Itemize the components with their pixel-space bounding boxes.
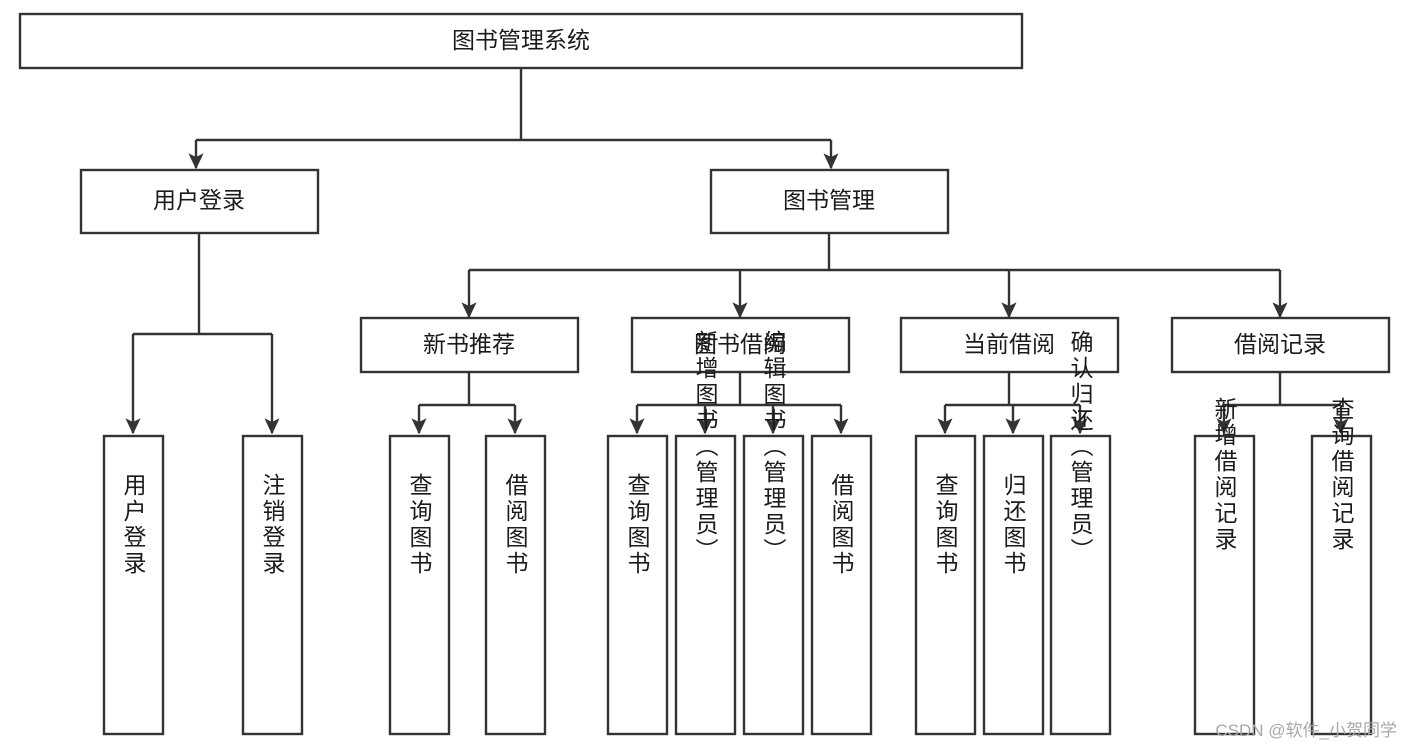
leaf-2-label: 注销登录 bbox=[259, 473, 286, 577]
watermark: CSDN @软件_小贺同学 bbox=[1215, 721, 1397, 740]
leaf-11-box[interactable] bbox=[1049, 434, 1112, 736]
leaf-13-label: 查询借阅记录 bbox=[1328, 397, 1355, 553]
node-records-box[interactable] bbox=[1170, 316, 1391, 374]
leaf-8-label: 借阅图书 bbox=[828, 473, 855, 577]
leaf-6-label: 新增图书（管理员） bbox=[692, 330, 719, 564]
leaf-3-box[interactable] bbox=[388, 434, 451, 736]
leaf-9-box[interactable] bbox=[914, 434, 977, 736]
leaf-10-label: 归还图书 bbox=[1000, 473, 1027, 577]
leaf-3-label: 查询图书 bbox=[406, 473, 433, 577]
node-current-label: 当前借阅 bbox=[963, 331, 1055, 357]
leaf-12-label: 新增借阅记录 bbox=[1211, 397, 1238, 553]
leaf-node[interactable]: 查询图书 bbox=[914, 434, 977, 736]
leaf-5-box[interactable] bbox=[606, 434, 669, 736]
node-current[interactable]: 当前借阅 bbox=[899, 316, 1120, 374]
leaf-node[interactable]: 注销登录 bbox=[241, 434, 304, 736]
leaf-1-label: 用户登录 bbox=[120, 473, 147, 577]
leaf-5-label: 查询图书 bbox=[624, 473, 651, 577]
leaf-2-box[interactable] bbox=[241, 434, 304, 736]
node-newbook-label: 新书推荐 bbox=[423, 331, 515, 357]
node-newbook-box[interactable] bbox=[359, 316, 580, 374]
leaf-node[interactable]: 借阅图书 bbox=[484, 434, 547, 736]
leaf-node[interactable]: 查询图书 bbox=[606, 434, 669, 736]
node-current-box[interactable] bbox=[899, 316, 1120, 374]
leaf-10-box[interactable] bbox=[982, 434, 1045, 736]
node-bookmgmt[interactable]: 图书管理 bbox=[709, 168, 950, 235]
leaf-4-label: 借阅图书 bbox=[502, 473, 529, 577]
node-login-label: 用户登录 bbox=[153, 187, 245, 213]
node-root[interactable]: 图书管理系统 bbox=[18, 12, 1024, 70]
node-login[interactable]: 用户登录 bbox=[79, 168, 320, 235]
node-borrow-box[interactable] bbox=[630, 316, 851, 374]
leaf-node[interactable]: 新增图书（管理员） bbox=[674, 330, 737, 736]
leaf-node[interactable]: 编辑图书（管理员） bbox=[742, 330, 805, 736]
leaf-7-label: 编辑图书（管理员） bbox=[760, 330, 787, 564]
leaf-13-box[interactable] bbox=[1310, 434, 1373, 736]
leaf-12-box[interactable] bbox=[1193, 434, 1256, 736]
node-records-label: 借阅记录 bbox=[1234, 331, 1326, 357]
node-bookmgmt-box[interactable] bbox=[709, 168, 950, 235]
leaf-6-box[interactable] bbox=[674, 434, 737, 736]
leaf-4-box[interactable] bbox=[484, 434, 547, 736]
leaf-1-box[interactable] bbox=[102, 434, 165, 736]
node-login-box[interactable] bbox=[79, 168, 320, 235]
connector-layer bbox=[125, 68, 1349, 435]
leaf-node[interactable]: 归还图书 bbox=[982, 434, 1045, 736]
node-bookmgmt-label: 图书管理 bbox=[783, 187, 875, 213]
leaf-9-label: 查询图书 bbox=[932, 473, 959, 577]
leaf-node[interactable]: 确认归还（管理员） bbox=[1049, 330, 1112, 736]
leaf-7-box[interactable] bbox=[742, 434, 805, 736]
leaf-8-box[interactable] bbox=[810, 434, 873, 736]
node-newbook[interactable]: 新书推荐 bbox=[359, 316, 580, 374]
leaf-11-label: 确认归还（管理员） bbox=[1067, 330, 1094, 564]
node-records[interactable]: 借阅记录 bbox=[1170, 316, 1391, 374]
node-borrow-label: 图书借阅 bbox=[694, 331, 786, 357]
node-root-label: 图书管理系统 bbox=[452, 27, 590, 53]
leaf-node[interactable]: 用户登录 bbox=[102, 434, 165, 736]
node-root-box[interactable] bbox=[18, 12, 1024, 70]
leaf-node[interactable]: 查询图书 bbox=[388, 434, 451, 736]
leaf-node[interactable]: 查询借阅记录 bbox=[1310, 397, 1373, 736]
node-borrow[interactable]: 图书借阅 bbox=[630, 316, 851, 374]
leaf-node[interactable]: 新增借阅记录 bbox=[1193, 397, 1256, 736]
leaf-node[interactable]: 借阅图书 bbox=[810, 434, 873, 736]
